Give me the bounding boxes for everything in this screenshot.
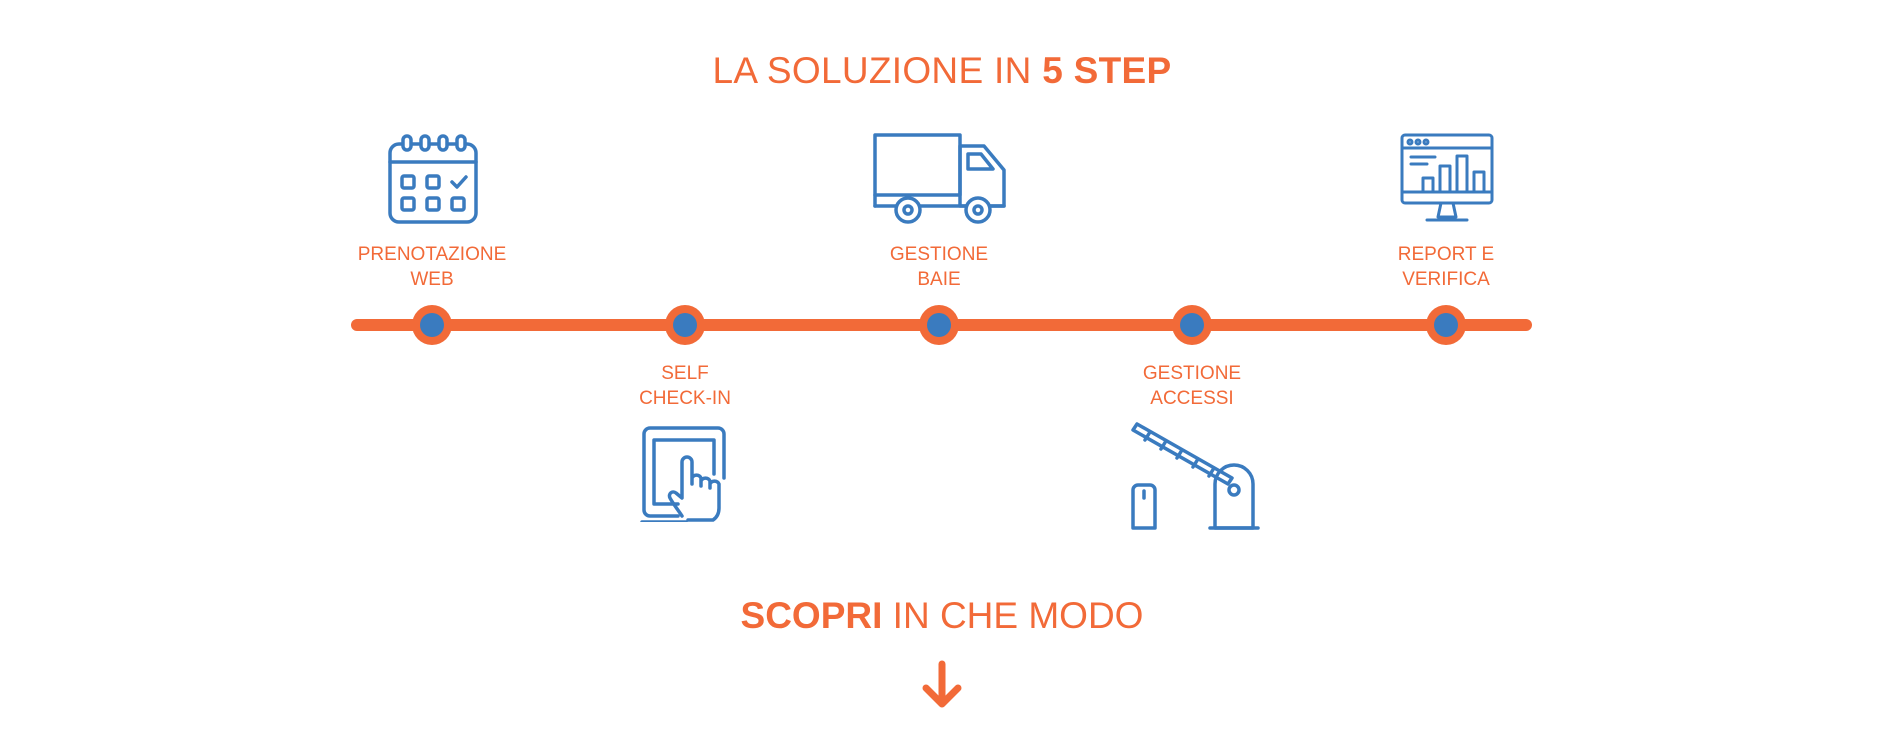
timeline-dot-1: [412, 305, 452, 345]
calendar-icon: [388, 134, 478, 224]
timeline-dot-5: [1426, 305, 1466, 345]
timeline-dot-3: [919, 305, 959, 345]
timeline-dot-2: [665, 305, 705, 345]
touchscreen-kiosk-icon: [640, 426, 726, 522]
page-title: LA SOLUZIONE IN 5 STEP: [712, 50, 1172, 91]
arrow-down-icon[interactable]: [920, 660, 964, 710]
timeline-dot-4: [1172, 305, 1212, 345]
truck-icon: [873, 133, 1006, 224]
cta-discover-link[interactable]: SCOPRI IN CHE MODO: [740, 595, 1144, 636]
report-monitor-icon: [1400, 133, 1494, 222]
barrier-gate-icon: [1131, 422, 1260, 530]
